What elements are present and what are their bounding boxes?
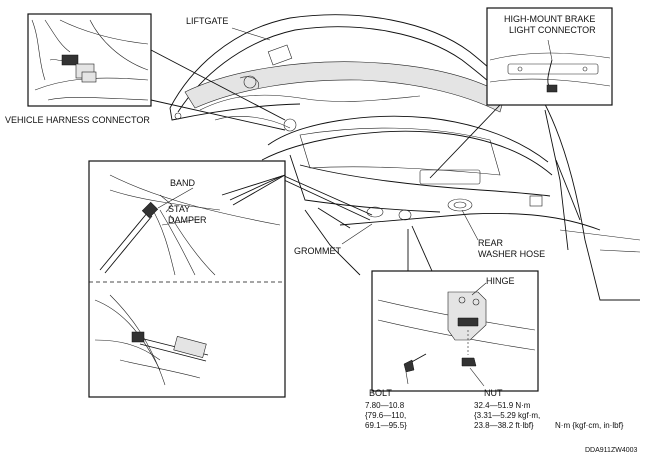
figure-code: DDA911ZW4003 (585, 447, 638, 454)
bolt-torque-line3: 69.1—95.5} (365, 421, 407, 430)
liftgate-drawing (169, 14, 641, 301)
label-vehicle-harness-connector: VEHICLE HARNESS CONNECTOR (5, 115, 150, 125)
label-bolt: BOLT (369, 388, 392, 398)
band-detail-lower (94, 294, 209, 386)
torque-units: N·m {kgf·cm, in·lbf} (555, 421, 624, 430)
label-liftgate: LIFTGATE (186, 16, 228, 26)
band-detail-upper (99, 174, 281, 276)
nut-torque-line2: {3.31—5.29 kgf·m, (474, 411, 540, 420)
label-high-mount-line1: HIGH-MOUNT BRAKE (504, 14, 595, 24)
nut-torque-line3: 23.8—38.2 ft·lbf} (474, 421, 534, 430)
inset-vehicle-harness-connector (27, 13, 152, 107)
label-stay: STAY (168, 204, 190, 214)
bolt-torque-line2: {79.6—110, (365, 411, 406, 420)
nut-torque-line1: 32.4—51.9 N·m (474, 401, 531, 410)
brake-light-detail (489, 39, 611, 93)
harness-connector-detail (31, 19, 149, 101)
label-nut: NUT (484, 388, 503, 398)
inset-band-stay-damper (88, 160, 286, 398)
label-band: BAND (170, 178, 196, 188)
label-rear: REAR (478, 238, 504, 248)
label-damper: DAMPER (168, 215, 207, 225)
label-high-mount-line2: LIGHT CONNECTOR (509, 25, 596, 35)
hinge-detail (377, 291, 536, 373)
label-hinge: HINGE (486, 276, 515, 286)
label-grommet: GROMMET (294, 246, 341, 256)
label-washer-hose: WASHER HOSE (478, 249, 545, 259)
bolt-torque-line1: 7.80—10.8 (365, 401, 405, 410)
